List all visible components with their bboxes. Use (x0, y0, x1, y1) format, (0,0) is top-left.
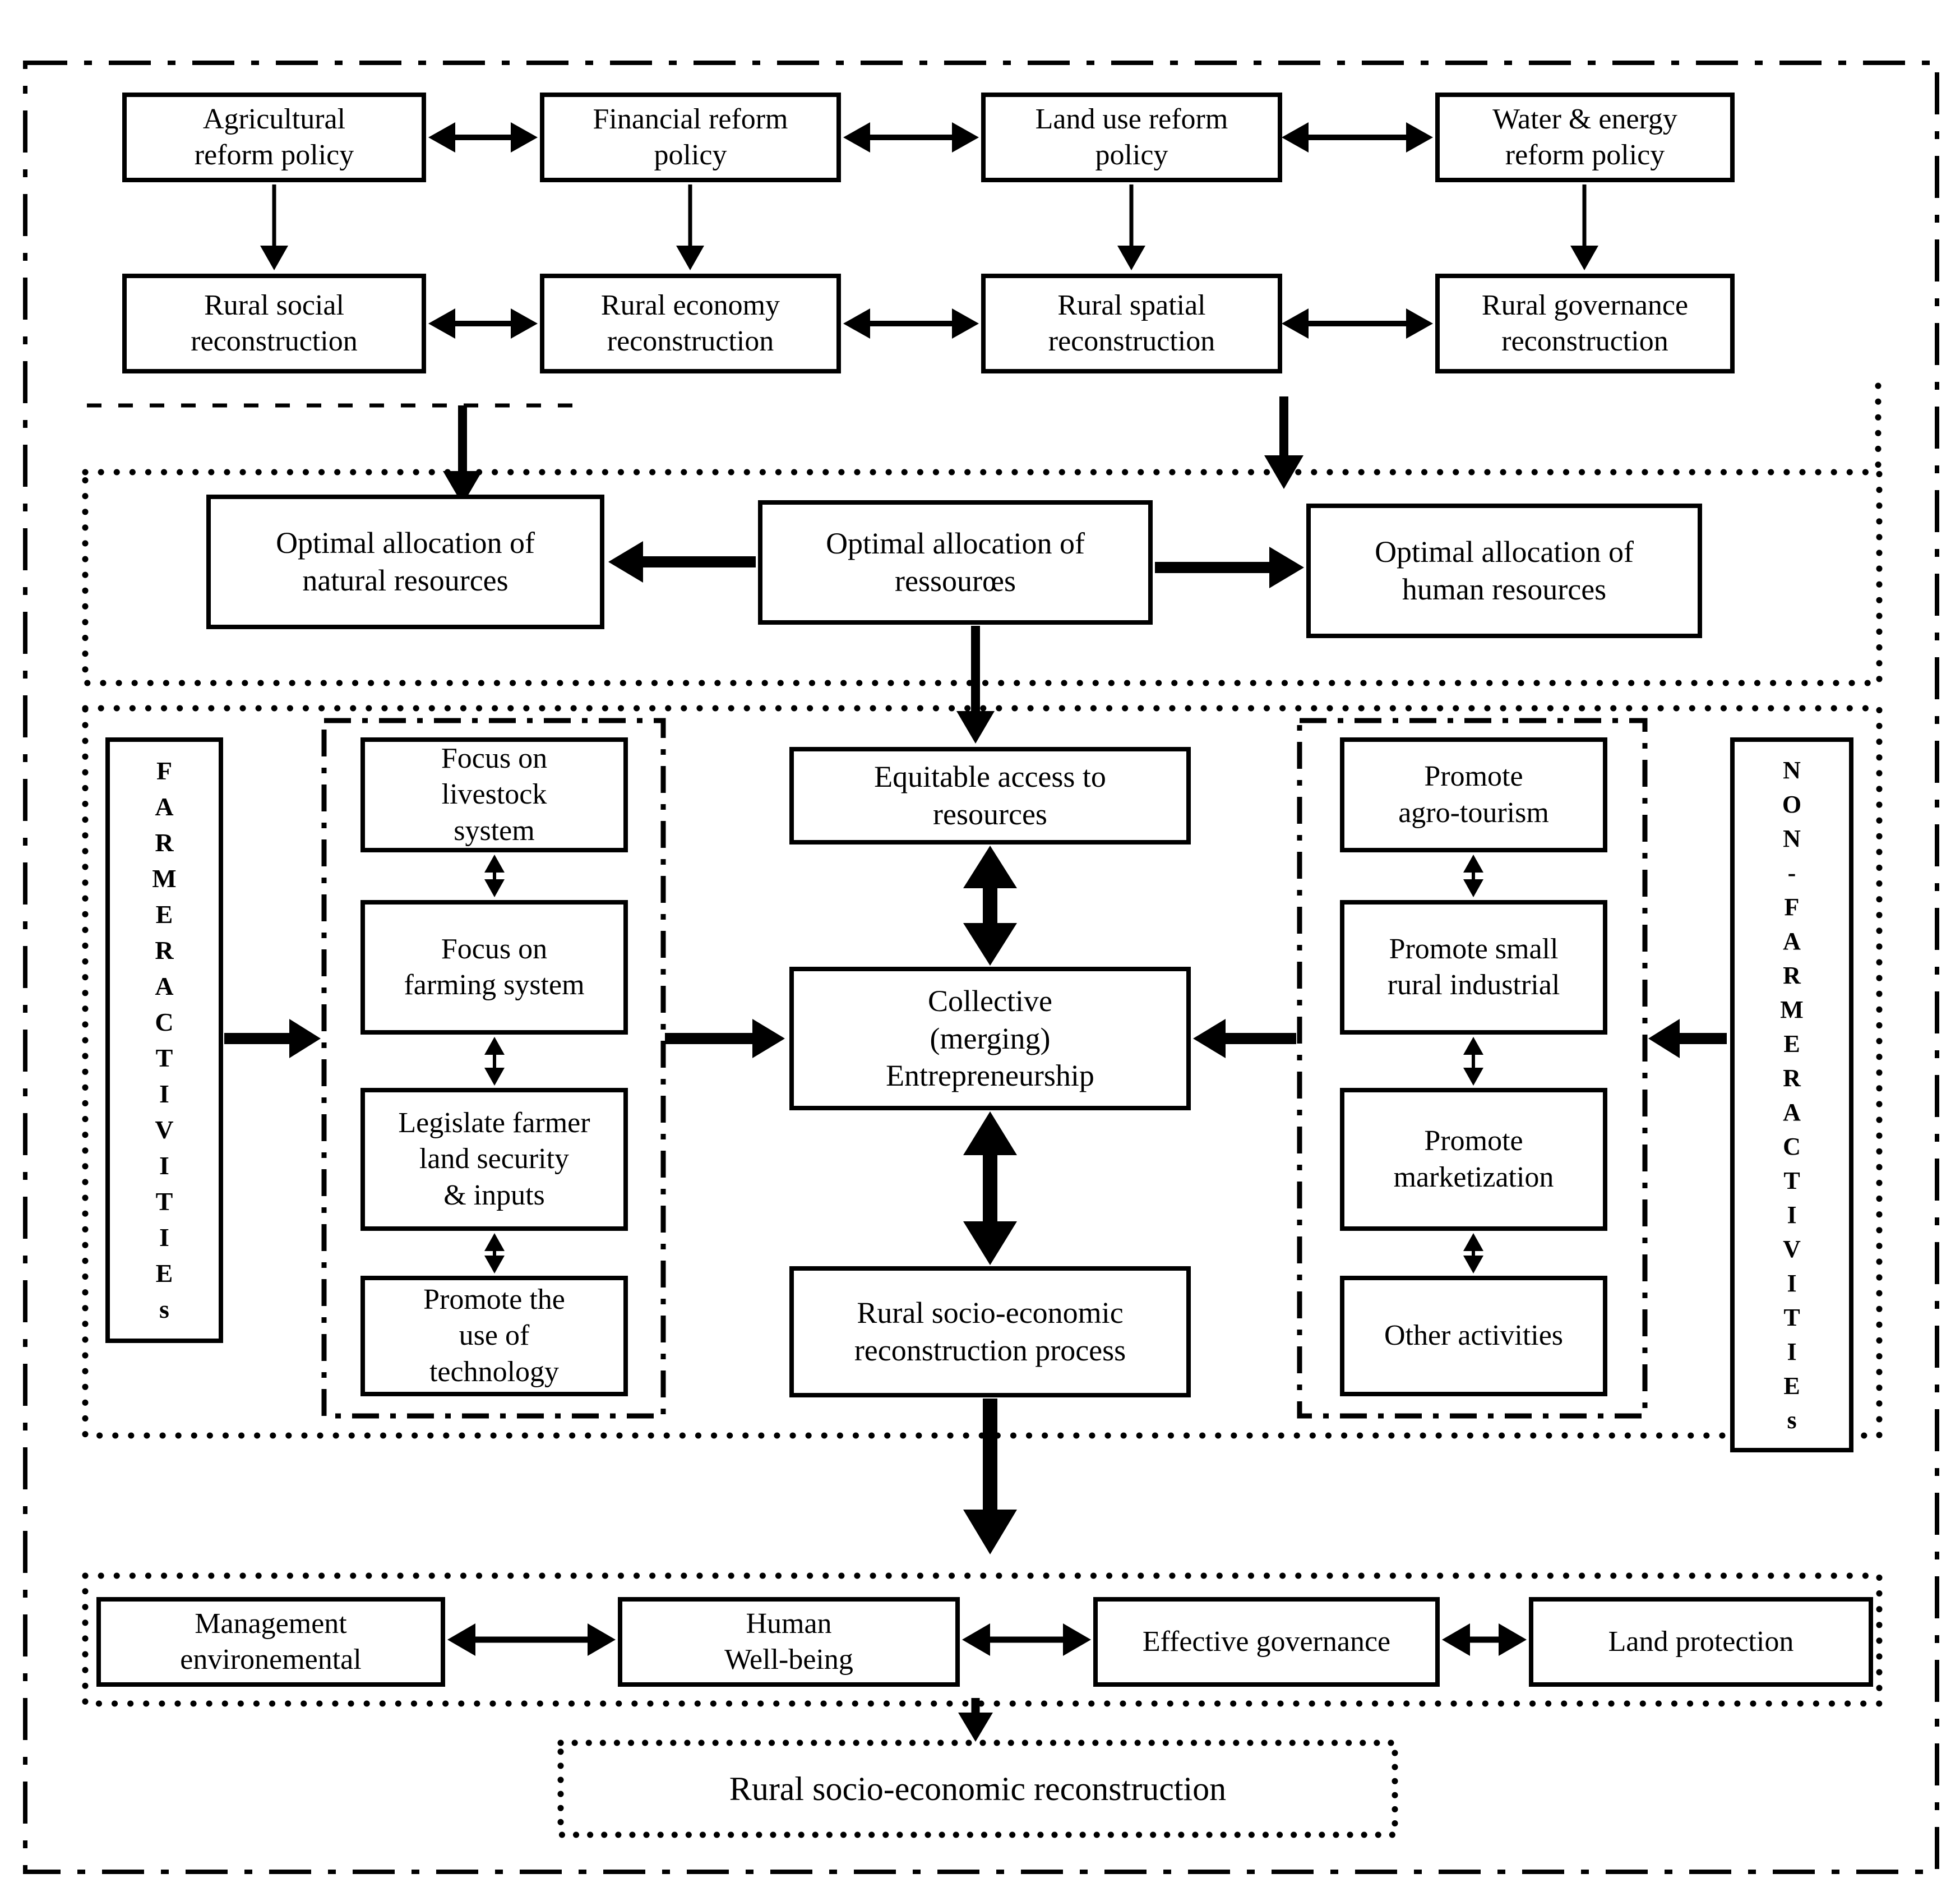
node-land-use-reform-policy: Land use reform policy (981, 93, 1282, 182)
allocation-section-dotted-border (82, 469, 1883, 686)
node-collective-merging-entrepreneurship-label: Collective (merging) Entrepreneurship (886, 984, 1094, 1093)
node-human-well-being: Human Well-being (618, 1597, 960, 1687)
node-promote-use-of-technology-label: Promote the use of technology (423, 1283, 565, 1388)
node-promote-agro-tourism: Promote agro-tourism (1340, 737, 1607, 852)
node-human-well-being-label: Human Well-being (724, 1607, 853, 1676)
edge-agricultural-financial (428, 122, 538, 153)
edge-agricultural-to-social (260, 184, 288, 270)
edge-resources-to-equitable (956, 626, 995, 744)
node-legislate-farmer-land-security: Legislate farmer land security & inputs (360, 1088, 628, 1231)
farmer-group-dashdot-border (321, 718, 666, 1419)
node-promote-use-of-technology: Promote the use of technology (360, 1276, 628, 1396)
node-optimal-allocation-human-resources-label: Optimal allocation of human resources (1375, 535, 1634, 606)
node-land-protection: Land protection (1529, 1597, 1873, 1687)
edge-resources-to-natural (608, 541, 756, 583)
edge-marketization-other (1463, 1233, 1483, 1273)
activities-section-dotted-border (82, 705, 1883, 1439)
edge-livestock-farming (484, 855, 505, 897)
node-optimal-allocation-resources: Optimal allocation of ressourœs (758, 500, 1153, 625)
node-rural-socioeconomic-reconstruction-process: Rural socio-economic reconstruction proc… (789, 1266, 1191, 1397)
node-agricultural-reform-policy-label: Agricultural reform policy (194, 103, 354, 171)
node-effective-governance-label: Effective governance (1142, 1625, 1391, 1658)
node-management-environmental-label: Management environemental (180, 1607, 362, 1676)
edge-financial-to-economy (676, 184, 704, 270)
node-promote-marketization-label: Promote marketization (1393, 1125, 1554, 1193)
edge-governance-landprotection (1442, 1623, 1527, 1656)
edge-leftgroup-to-collective (665, 1019, 785, 1058)
node-focus-farming-system-label: Focus on farming system (404, 933, 585, 1001)
node-promote-marketization: Promote marketization (1340, 1088, 1607, 1231)
edge-water-to-governance (1570, 184, 1598, 270)
node-rural-economy-reconstruction: Rural economy reconstruction (540, 274, 841, 373)
node-focus-livestock-system: Focus on livestock system (360, 737, 628, 852)
node-promote-agro-tourism-label: Promote agro-tourism (1398, 760, 1549, 829)
node-collective-merging-entrepreneurship: Collective (merging) Entrepreneurship (789, 967, 1191, 1110)
edge-social-economy (428, 308, 538, 339)
node-farmer-activities-label: F A R M E R A C T I V I T I E s (152, 756, 177, 1323)
outer-dashdot-border (23, 61, 1939, 1874)
edge-process-to-outcomes (963, 1399, 1017, 1554)
node-financial-reform-policy: Financial reform policy (540, 93, 841, 182)
node-rural-economy-reconstruction-label: Rural economy reconstruction (600, 289, 780, 357)
edge-outcomes-to-final (958, 1698, 993, 1742)
node-land-protection-label: Land protection (1608, 1625, 1794, 1658)
node-optimal-allocation-natural-resources: Optimal allocation of natural resources (206, 495, 604, 629)
node-legislate-farmer-land-security-label: Legislate farmer land security & inputs (398, 1106, 590, 1211)
node-farmer-activities: F A R M E R A C T I V I T I E s (105, 737, 223, 1343)
edge-reconstruction-to-allocation-left (443, 405, 482, 505)
node-agricultural-reform-policy: Agricultural reform policy (122, 93, 426, 182)
edge-nonfarmer-to-rightgroup (1648, 1019, 1727, 1058)
edge-landuse-water (1282, 122, 1433, 153)
node-effective-governance: Effective governance (1093, 1597, 1440, 1687)
edge-resources-to-human (1155, 547, 1304, 588)
edge-equitable-collective (963, 846, 1017, 966)
edge-farmer-to-leftgroup (224, 1019, 321, 1058)
edge-wellbeing-governance (962, 1623, 1091, 1656)
node-non-farmer-activities: N O N - F A R M E R A C T I V I T I E s (1730, 737, 1853, 1452)
node-other-activities: Other activities (1340, 1276, 1607, 1396)
edge-landuse-to-spatial (1117, 184, 1145, 270)
edge-financial-landuse (843, 122, 979, 153)
node-optimal-allocation-resources-label: Optimal allocation of ressourœs (826, 527, 1085, 598)
edge-farming-legislate (484, 1037, 505, 1086)
node-equitable-access-resources-label: Equitable access to resources (874, 760, 1106, 831)
node-rural-socioeconomic-reconstruction-final-label: Rural socio-economic reconstruction (729, 1770, 1227, 1807)
node-land-use-reform-policy-label: Land use reform policy (1035, 103, 1228, 171)
node-rural-social-reconstruction-label: Rural social reconstruction (191, 289, 358, 357)
edge-management-wellbeing (447, 1623, 616, 1656)
node-focus-livestock-system-label: Focus on livestock system (441, 742, 548, 847)
node-other-activities-label: Other activities (1384, 1319, 1564, 1352)
nonfarmer-group-dashdot-border (1297, 718, 1648, 1419)
node-optimal-allocation-natural-resources-label: Optimal allocation of natural resources (276, 526, 535, 597)
edge-spatial-governance (1282, 308, 1433, 339)
node-financial-reform-policy-label: Financial reform policy (593, 103, 788, 171)
node-rural-socioeconomic-reconstruction-final: Rural socio-economic reconstruction (561, 1743, 1395, 1835)
node-rural-spatial-reconstruction-label: Rural spatial reconstruction (1048, 289, 1215, 357)
edge-rightgroup-to-collective (1193, 1019, 1296, 1058)
node-promote-small-rural-industrial: Promote small rural industrial (1340, 900, 1607, 1035)
node-optimal-allocation-human-resources: Optimal allocation of human resources (1306, 504, 1702, 638)
node-rural-governance-reconstruction-label: Rural governance reconstruction (1481, 289, 1689, 357)
node-rural-social-reconstruction: Rural social reconstruction (122, 274, 426, 373)
outcomes-section-dotted-border (82, 1572, 1883, 1707)
node-rural-spatial-reconstruction: Rural spatial reconstruction (981, 274, 1282, 373)
edge-economy-spatial (843, 308, 979, 339)
edge-smallrural-marketization (1463, 1037, 1483, 1086)
edge-legislate-technology (484, 1233, 505, 1273)
edge-collective-process (963, 1111, 1017, 1265)
node-rural-socioeconomic-reconstruction-process-label: Rural socio-economic reconstruction proc… (854, 1296, 1126, 1367)
node-non-farmer-activities-label: N O N - F A R M E R A C T I V I T I E s (1780, 756, 1804, 1434)
node-water-energy-reform-policy: Water & energy reform policy (1435, 93, 1735, 182)
node-rural-governance-reconstruction: Rural governance reconstruction (1435, 274, 1735, 373)
node-promote-small-rural-industrial-label: Promote small rural industrial (1387, 933, 1560, 1001)
node-focus-farming-system: Focus on farming system (360, 900, 628, 1035)
node-water-energy-reform-policy-label: Water & energy reform policy (1492, 103, 1677, 171)
node-management-environmental: Management environemental (96, 1597, 445, 1687)
node-equitable-access-resources: Equitable access to resources (789, 747, 1191, 845)
edge-reconstruction-to-allocation-right (1264, 396, 1303, 489)
edge-agrotourism-smallrural (1463, 855, 1483, 897)
